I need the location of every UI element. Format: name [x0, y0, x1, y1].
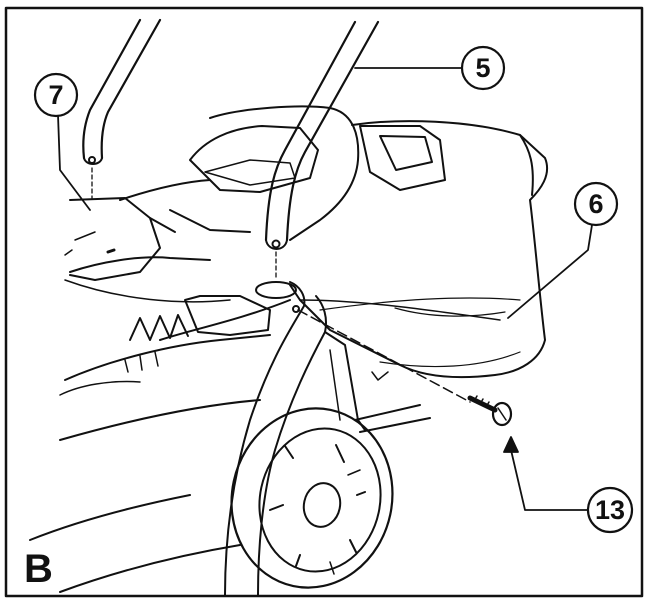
callout-13-label: 13	[595, 495, 625, 525]
diagram-border	[4, 6, 644, 598]
panel-label: B	[24, 547, 53, 591]
arrow-13	[503, 436, 519, 453]
grass-catcher	[289, 120, 549, 381]
callout-5-label: 5	[475, 53, 490, 83]
leader-6	[507, 224, 593, 319]
fixing-screw	[467, 395, 513, 427]
leader-7	[57, 114, 91, 211]
leader-13	[510, 449, 591, 511]
callout-7-label: 7	[48, 80, 63, 110]
screw-axis	[292, 305, 471, 403]
rear-frame-arm	[159, 281, 431, 596]
callout-6: 6	[573, 181, 619, 227]
mower-housing	[29, 105, 360, 593]
handle-tube-right	[255, 20, 380, 299]
handle-tube-left	[82, 18, 162, 199]
rear-wheel	[230, 407, 394, 589]
callout-5: 5	[460, 45, 506, 91]
callout-6-label: 6	[588, 189, 603, 219]
callout-7: 7	[33, 72, 79, 118]
callout-13: 13	[586, 486, 634, 534]
handle-bracket	[64, 197, 176, 281]
callout-leaders	[57, 67, 593, 511]
